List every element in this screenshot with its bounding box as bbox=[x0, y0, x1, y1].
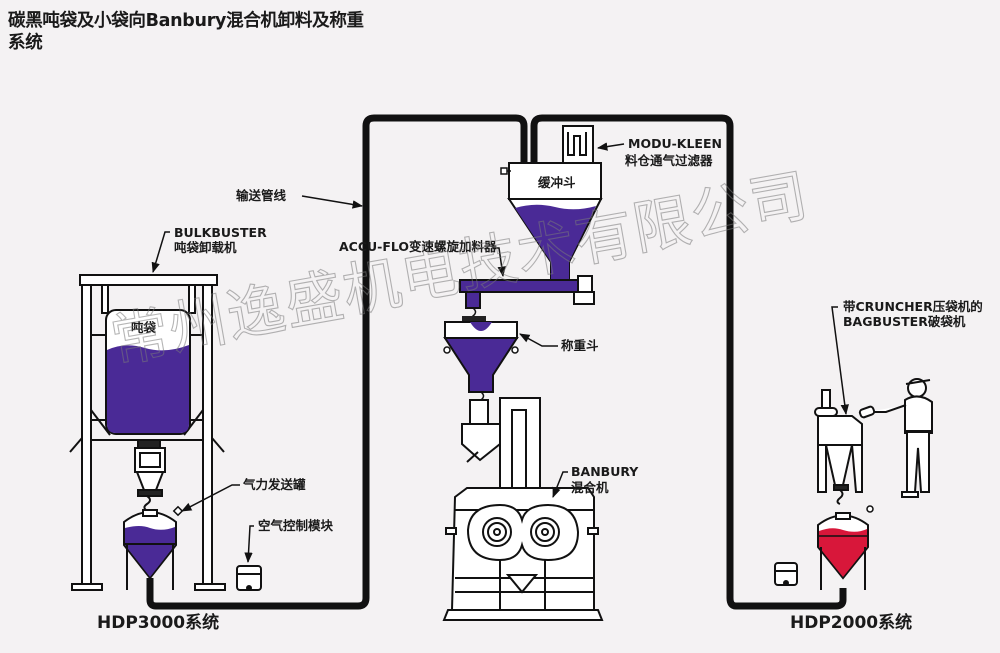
watermark-char: 常 bbox=[106, 299, 175, 376]
label-air-control-module: 空气控制模块 bbox=[244, 518, 334, 564]
watermark-char: 逸 bbox=[222, 274, 291, 351]
label-weigh-hopper: 称重斗 bbox=[519, 333, 599, 353]
operator-figure bbox=[858, 378, 933, 498]
svg-text:输送管线: 输送管线 bbox=[236, 188, 287, 203]
surge-hopper-label: 缓冲斗 bbox=[538, 175, 576, 190]
watermark-char: 司 bbox=[744, 161, 813, 238]
label-accu-flo: ACCU-FLO变速螺旋加料器 bbox=[339, 239, 506, 278]
watermark-char: 有 bbox=[570, 199, 639, 276]
svg-text:空气控制模块: 空气控制模块 bbox=[258, 518, 334, 533]
svg-text:带CRUNCHER压袋机的: 带CRUNCHER压袋机的 bbox=[843, 299, 983, 314]
label-pneumatic-vessel: 气力发送罐 bbox=[181, 477, 306, 512]
accu-flo-screw-feeder bbox=[459, 275, 595, 325]
conveying-pipeline bbox=[146, 114, 847, 610]
banbury-mixer bbox=[442, 397, 604, 621]
title-line-2: 系统 bbox=[8, 33, 43, 53]
bagbuster-bag-dump-station bbox=[814, 389, 863, 505]
svg-text:吨袋卸载机: 吨袋卸载机 bbox=[174, 240, 237, 255]
pneumatic-transfer-vessel-hdp2000 bbox=[817, 505, 874, 590]
label-hdp3000-system: HDP3000系统 bbox=[97, 612, 219, 633]
air-control-module-left bbox=[236, 565, 262, 591]
svg-text:称重斗: 称重斗 bbox=[561, 338, 599, 353]
title-line-1: 碳黑吨袋及小袋向Banbury混合机卸料及称重 bbox=[8, 11, 364, 31]
pipeline-hdp3000 bbox=[146, 114, 528, 610]
watermark-char: 机 bbox=[338, 249, 407, 326]
weigh-hopper bbox=[443, 316, 519, 407]
label-conveying-line: 输送管线 bbox=[236, 188, 364, 209]
watermark-char: 州 bbox=[164, 286, 233, 363]
label-hdp2000-system: HDP2000系统 bbox=[790, 612, 912, 633]
label-bagbuster: 带CRUNCHER压袋机的 BAGBUSTER破袋机 bbox=[831, 299, 983, 416]
pneumatic-transfer-vessel-hdp3000 bbox=[123, 505, 184, 590]
watermark-char: 盛 bbox=[280, 261, 349, 338]
svg-text:ACCU-FLO变速螺旋加料器: ACCU-FLO变速螺旋加料器 bbox=[339, 239, 497, 254]
bulk-bag-label: 吨袋 bbox=[131, 320, 157, 335]
bulk-bag: 吨袋 bbox=[105, 309, 191, 435]
watermark-char: 术 bbox=[512, 211, 581, 288]
pipeline-hdp2000 bbox=[530, 114, 847, 610]
svg-text:BAGBUSTER破袋机: BAGBUSTER破袋机 bbox=[843, 314, 966, 329]
label-bulkbuster: BULKBUSTER 吨袋卸载机 bbox=[151, 225, 267, 274]
air-control-module-right bbox=[774, 562, 798, 586]
svg-text:MODU-KLEEN: MODU-KLEEN bbox=[628, 136, 722, 151]
watermark-char: 公 bbox=[686, 174, 755, 251]
modu-kleen-bin-vent-filter bbox=[562, 125, 594, 165]
watermark-char: 电 bbox=[396, 236, 465, 313]
watermark-char: 限 bbox=[628, 186, 697, 263]
bulk-bag-discharge bbox=[134, 439, 166, 513]
label-banbury: BANBURY 混合机 bbox=[552, 464, 639, 498]
diagram-title: 碳黑吨袋及小袋向Banbury混合机卸料及称重 系统 bbox=[8, 10, 448, 54]
svg-text:BANBURY: BANBURY bbox=[571, 464, 639, 479]
svg-text:混合机: 混合机 bbox=[571, 480, 609, 495]
label-modu-kleen: MODU-KLEEN 料仓通气过滤器 bbox=[596, 136, 722, 168]
svg-text:BULKBUSTER: BULKBUSTER bbox=[174, 225, 267, 240]
svg-text:气力发送罐: 气力发送罐 bbox=[242, 477, 306, 492]
watermark-char: 技 bbox=[454, 224, 523, 301]
svg-text:料仓通气过滤器: 料仓通气过滤器 bbox=[625, 153, 713, 168]
